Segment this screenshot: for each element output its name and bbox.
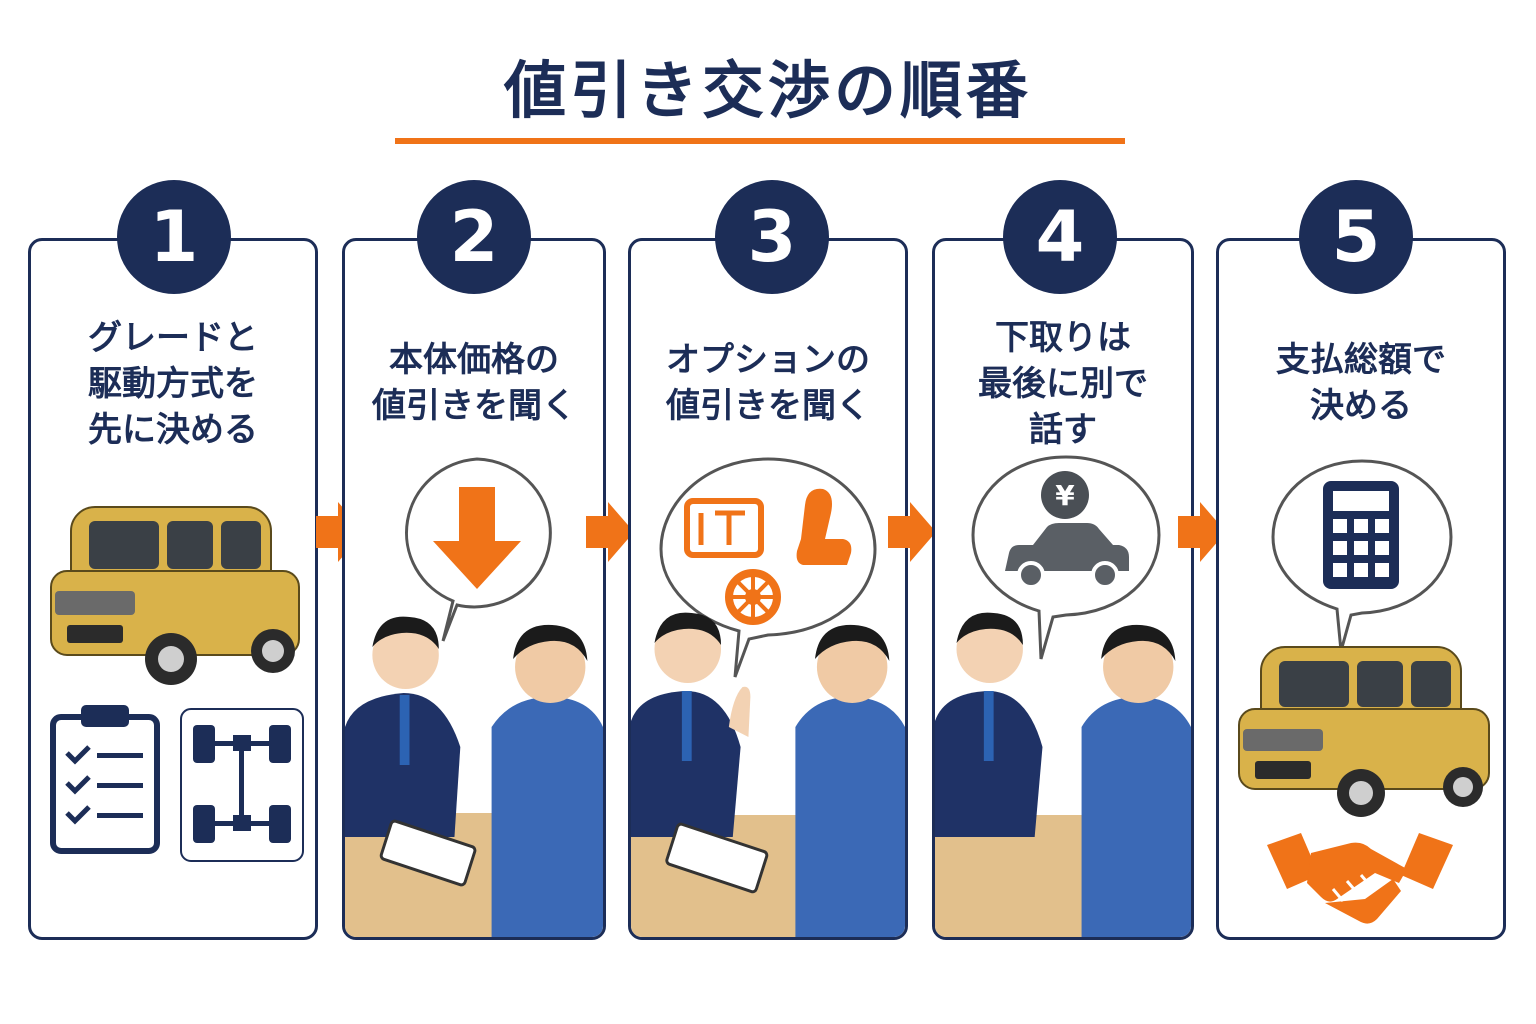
car-icon [1238,646,1490,817]
step-label-2: 本体価格の 値引きを聞く [372,340,576,426]
speech-bubble [659,457,877,678]
speech-bubble: ¥ [971,455,1161,660]
navigation-screen-icon [684,498,764,558]
step-label-3: オプションの 値引きを聞く [666,340,870,426]
checklist-icon [50,705,160,854]
arrow-right-icon [1178,502,1226,562]
step-label-5: 支払総額で 決める [1276,340,1446,426]
speech-bubble [405,457,552,642]
car-side-icon [1005,523,1129,571]
step-number-2: 2 [417,180,531,294]
step-number-4: 4 [1003,180,1117,294]
negotiation-scene [345,616,603,937]
title-underline [395,138,1125,144]
step-number-3: 3 [715,180,829,294]
down-arrow-icon [433,487,521,589]
step-number-5: 5 [1299,180,1413,294]
speech-bubble [1271,459,1453,652]
handshake-icon [1267,833,1453,924]
wheel-icon [725,569,781,625]
step-label-1: グレードと 駆動方式を 先に決める [88,318,258,450]
negotiation-scene [935,612,1191,937]
step-card-4: 下取りは 最後に別で 話す ¥ [932,238,1194,940]
step-card-2: 本体価格の 値引きを聞く [342,238,606,940]
page-title: 値引き交渉の順番 [503,54,1032,127]
step-label-4: 下取りは 最後に別で 話す [978,318,1148,450]
arrow-right-icon [888,502,936,562]
arrow-right-icon [316,502,364,562]
yen-coin-icon [1041,471,1089,519]
drivetrain-icon [180,708,304,862]
negotiation-scene [631,612,905,937]
step-card-5: 支払総額で 決める [1216,238,1506,940]
step-card-1: グレードと 駆動方式を 先に決める [28,238,318,940]
car-icon [50,506,300,685]
step-number-1: 1 [117,180,231,294]
yen-symbol: ¥ [1055,479,1075,512]
arrow-right-icon [586,502,634,562]
car-seat-icon [796,488,852,565]
step-card-3: オプションの 値引きを聞く [628,238,908,940]
